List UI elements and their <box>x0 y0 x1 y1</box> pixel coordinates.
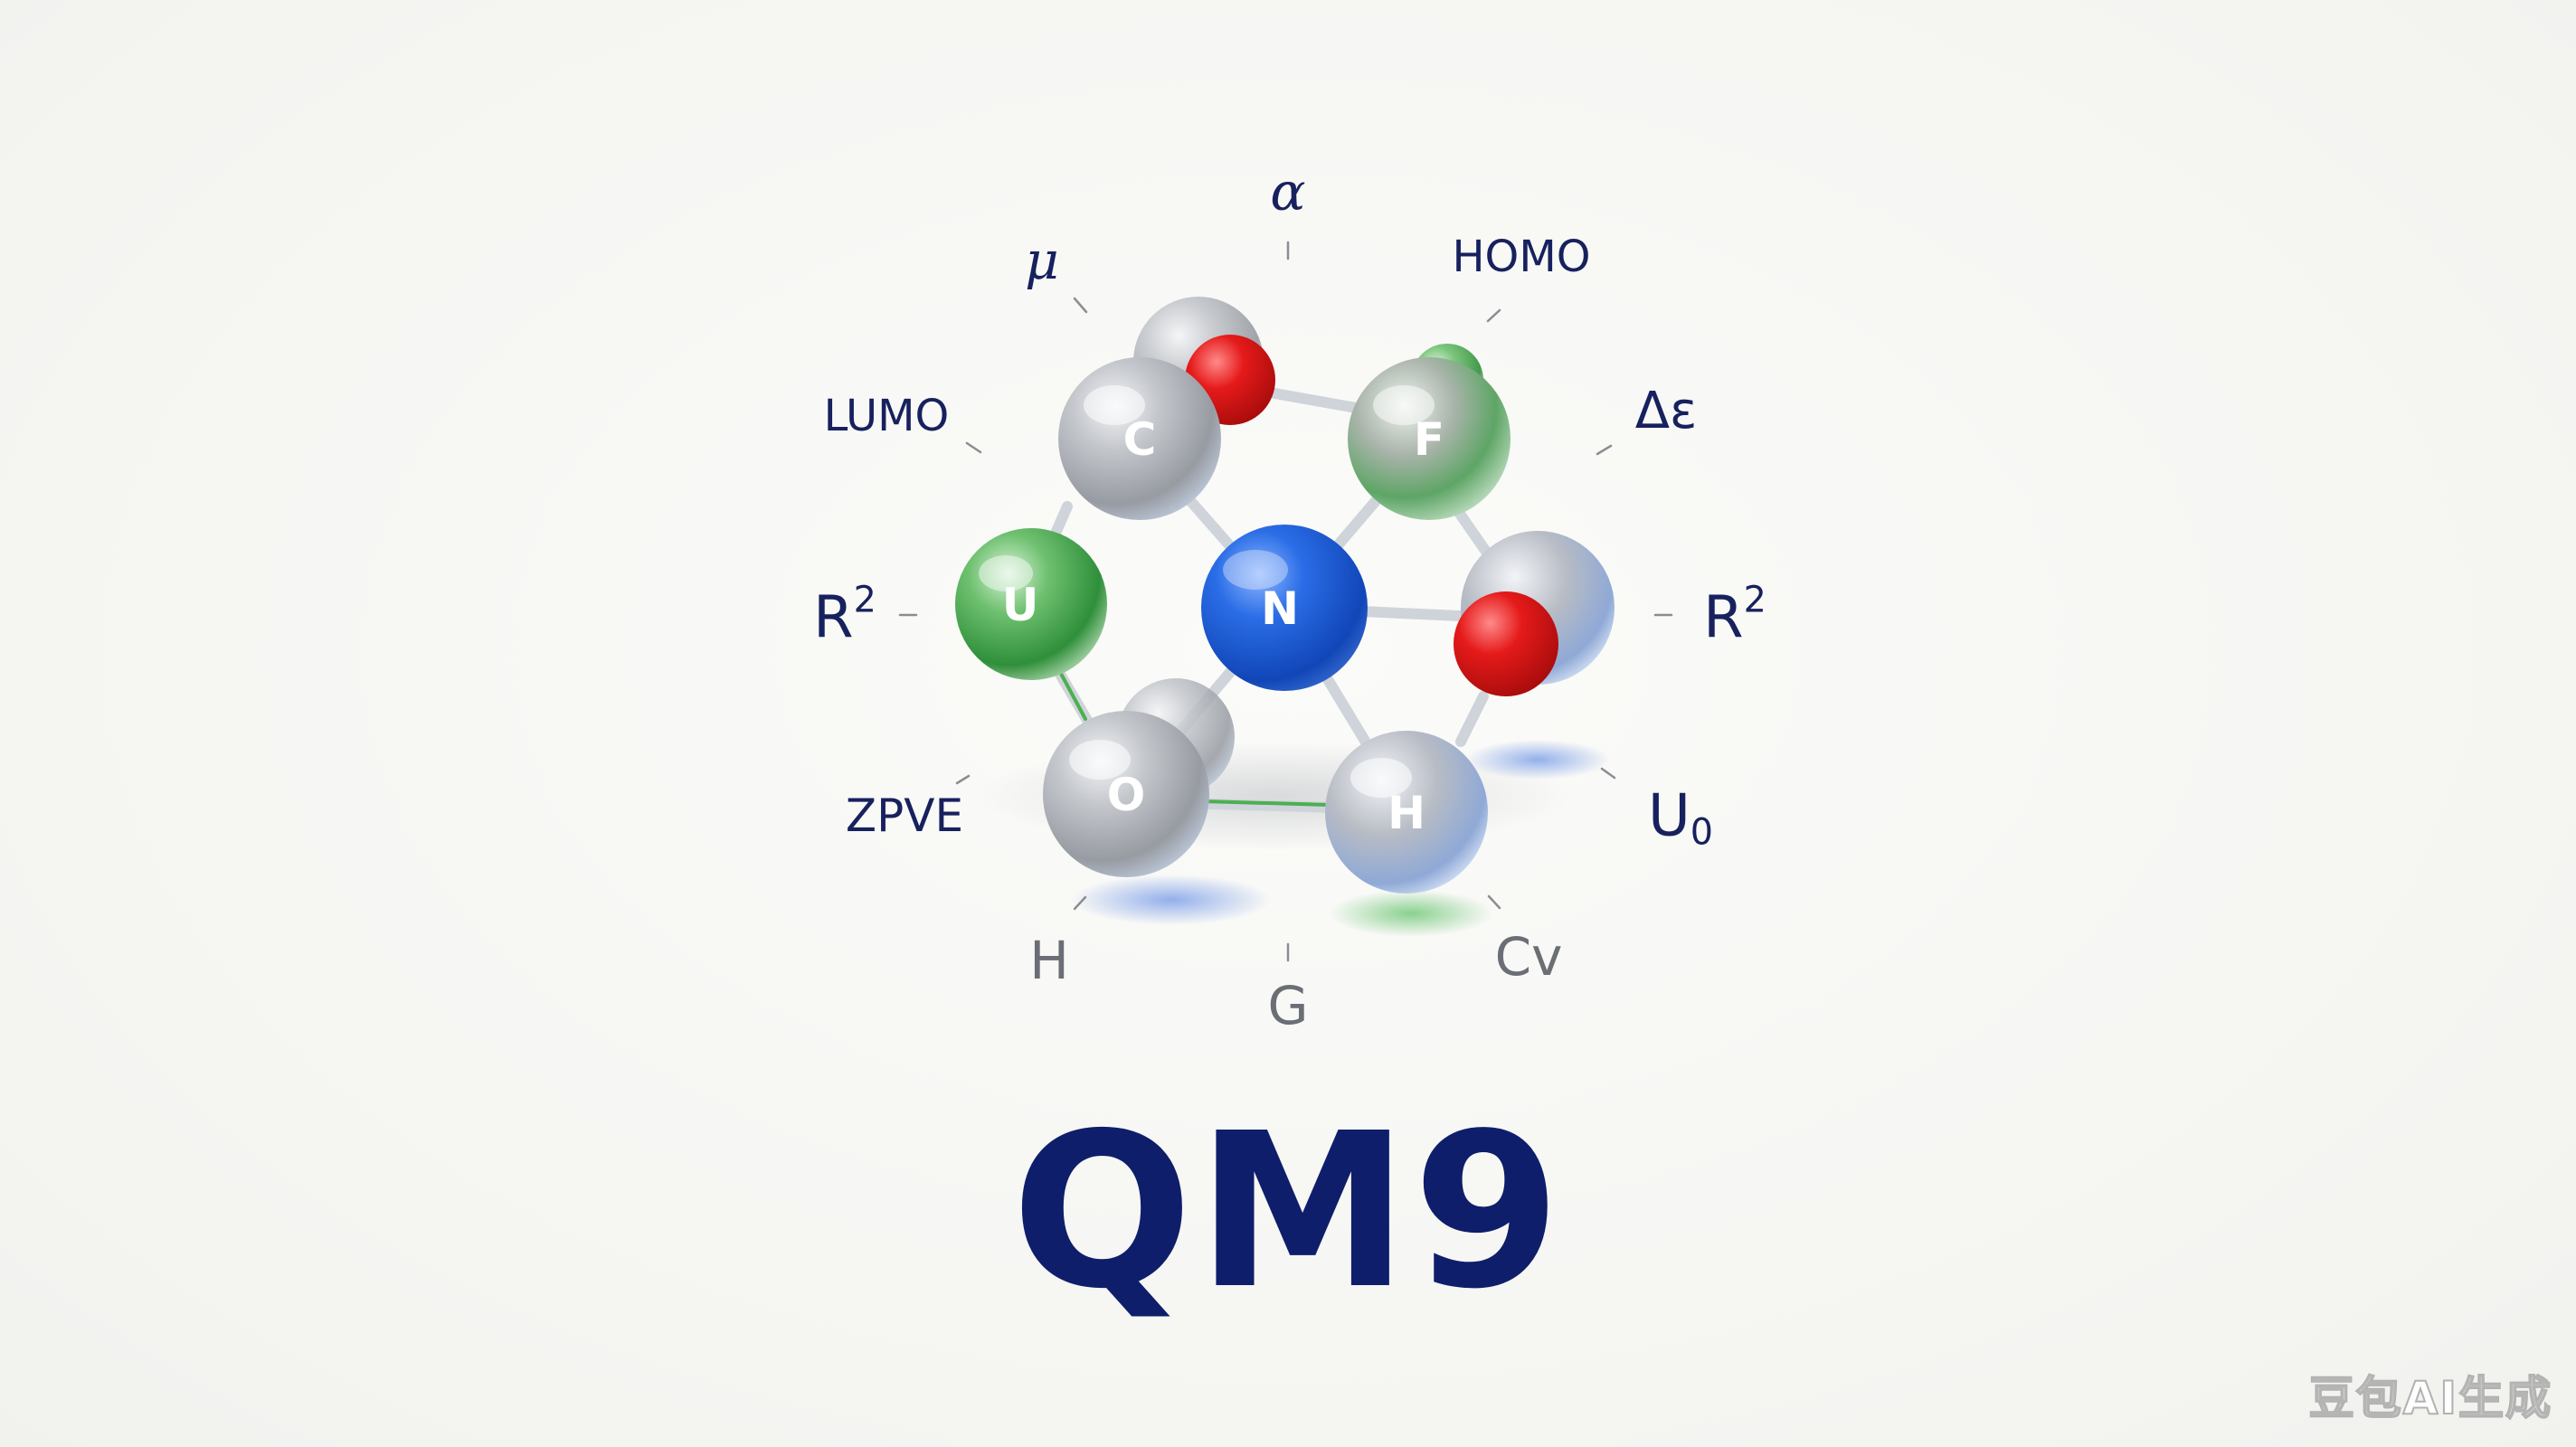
label-r2-left: R2 <box>813 579 876 652</box>
u0-base: U <box>1647 782 1690 850</box>
atom-n-label: N <box>1261 582 1299 635</box>
atom-red-right <box>1454 591 1558 696</box>
label-homo: HOMO <box>1452 232 1591 282</box>
atom-u-label: U <box>1002 579 1039 631</box>
atom-f: F <box>1348 357 1511 520</box>
atom-n: N <box>1201 525 1368 691</box>
r2-left-exp: 2 <box>853 579 876 621</box>
atom-o-label: O <box>1107 769 1146 821</box>
label-zpve: ZPVE <box>845 790 964 842</box>
label-lumo: LUMO <box>823 391 950 441</box>
floor-shadow-blue-right <box>1465 740 1610 780</box>
atom-c: C <box>1058 357 1221 520</box>
tick-mu <box>1073 297 1088 314</box>
label-alpha: α <box>1270 161 1306 222</box>
r2-left-base: R <box>813 584 854 652</box>
label-delta-eps: Δε <box>1634 382 1698 440</box>
r2-right-base: R <box>1703 584 1744 652</box>
tick-lumo <box>965 441 982 454</box>
watermark: 豆包AI生成 <box>2308 1371 2552 1425</box>
bond <box>1455 691 1489 747</box>
label-h: H <box>1029 930 1069 991</box>
tick-cv <box>1487 894 1501 910</box>
r2-right-exp: 2 <box>1743 579 1766 621</box>
floor-shadow-green <box>1330 890 1492 937</box>
atom-c-label: C <box>1123 413 1157 466</box>
tick-delta-eps <box>1596 444 1613 456</box>
leader-ticks <box>898 241 1673 962</box>
atom-o: O <box>1043 711 1209 877</box>
label-cv: Cv <box>1494 926 1563 988</box>
tick-homo <box>1486 308 1501 323</box>
label-r2-right: R2 <box>1703 579 1766 652</box>
tick-u0 <box>1600 767 1616 780</box>
tick-zpve <box>955 774 971 785</box>
label-mu: μ <box>1025 230 1059 291</box>
bond <box>1179 798 1344 813</box>
atom-u: U <box>955 528 1107 680</box>
bond-green <box>1201 799 1331 807</box>
floor-shadow-blue <box>1072 875 1271 925</box>
tick-h <box>1073 895 1087 911</box>
atom-h-label: H <box>1387 787 1425 839</box>
u0-sub: 0 <box>1690 811 1714 854</box>
atom-f-label: F <box>1414 413 1444 466</box>
atom-h: H <box>1325 731 1488 894</box>
label-u0: U0 <box>1648 788 1713 852</box>
label-g: G <box>1267 975 1309 1036</box>
dataset-title: QM9 <box>1011 1087 1565 1336</box>
